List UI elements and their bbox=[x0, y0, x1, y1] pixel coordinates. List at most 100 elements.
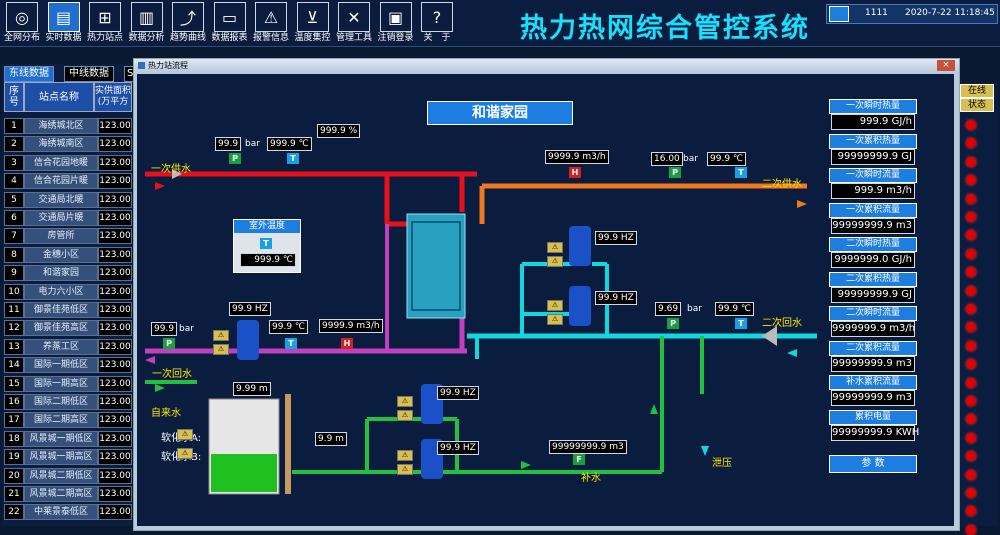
arrow-in-return bbox=[787, 349, 797, 357]
header-station: 站点名称 bbox=[24, 82, 94, 112]
toolbar-label: 数据报表 bbox=[211, 33, 248, 43]
toolbar-label: 数据分析 bbox=[128, 33, 165, 43]
status-led bbox=[966, 432, 976, 443]
temperature-sensor-icon: T bbox=[260, 238, 272, 249]
header-area: 实供面积(万平方 bbox=[94, 82, 132, 112]
toolbar-button-1[interactable]: ▤实时数据 bbox=[46, 2, 82, 44]
meter-title: 二次累积热量 bbox=[829, 271, 917, 287]
toolbar-button-3[interactable]: ▥数据分析 bbox=[129, 2, 165, 44]
pump-warning-icon: ⚠ bbox=[213, 330, 229, 341]
row-number: 12 bbox=[4, 320, 24, 337]
tab-middle-line[interactable]: 中线数据 bbox=[64, 66, 114, 82]
toolbar-button-2[interactable]: ⊞热力站点 bbox=[87, 2, 123, 44]
station-name: 国际一期低区 bbox=[24, 357, 98, 374]
toolbar-button-7[interactable]: ⊻温度集控 bbox=[295, 2, 331, 44]
toolbar-button-10[interactable]: ?关 于 bbox=[419, 2, 455, 44]
status-led bbox=[966, 267, 976, 278]
row-number: 5 bbox=[4, 191, 24, 208]
toolbar-button-6[interactable]: ⚠报警信息 bbox=[253, 2, 289, 44]
meter-title: 二次累积流量 bbox=[829, 340, 917, 356]
heat-exchanger bbox=[406, 213, 466, 319]
status-led bbox=[966, 524, 976, 535]
tab-east-line[interactable]: 东线数据 bbox=[4, 66, 54, 82]
meter-title: 累积电量 bbox=[829, 409, 917, 425]
outdoor-temperature-panel: 室外温度 T 999.9 ℃ bbox=[233, 219, 301, 273]
makeup-label: 补水 bbox=[581, 473, 601, 484]
status-led bbox=[966, 359, 976, 370]
station-name: 金穗小区 bbox=[24, 246, 98, 263]
toolbar-button-4[interactable]: ⤴趋势曲线 bbox=[170, 2, 206, 44]
filter-valve-supply bbox=[172, 169, 182, 179]
toolbar-button-8[interactable]: ✕管理工具 bbox=[336, 2, 372, 44]
pump-warning-icon: ⚠ bbox=[397, 450, 413, 461]
arrow-up bbox=[650, 404, 658, 414]
row-number: 7 bbox=[4, 228, 24, 245]
status-led bbox=[966, 469, 976, 480]
close-button[interactable]: × bbox=[937, 60, 955, 71]
pump-icon bbox=[569, 226, 591, 266]
meter-title: 一次累积热量 bbox=[829, 133, 917, 149]
warning-icon: ⚠ bbox=[255, 2, 287, 32]
valve-percent: 999.9 % bbox=[317, 124, 361, 138]
relief-label: 泄压 bbox=[712, 458, 732, 469]
line-chart-icon: ⤴ bbox=[172, 2, 204, 32]
secondary-supply-label: 二次供水 bbox=[762, 179, 802, 190]
bar-chart-icon: ▥ bbox=[130, 2, 163, 32]
flow-4: 9999.9 m3/h bbox=[319, 319, 383, 333]
heat-meter-icon: H bbox=[341, 338, 353, 349]
station-name: 信合花园地暖 bbox=[24, 154, 98, 171]
pressure-4: 99.9 bbox=[151, 322, 178, 336]
toolbar-button-9[interactable]: ▣注销登录 bbox=[378, 2, 414, 44]
toolbar-label: 管理工具 bbox=[336, 33, 373, 43]
supply-area: 123.00 bbox=[98, 246, 132, 263]
status-led bbox=[966, 175, 976, 186]
pump-warning-icon: ⚠ bbox=[547, 300, 563, 311]
row-number: 10 bbox=[4, 283, 24, 300]
parameters-button[interactable]: 参 数 bbox=[829, 455, 917, 473]
row-number: 9 bbox=[4, 265, 24, 282]
tank-water-level bbox=[211, 454, 277, 492]
meter-title: 二次瞬时流量 bbox=[829, 306, 917, 321]
toolbar-button-5[interactable]: ▭数据报表 bbox=[212, 2, 248, 44]
pump-warning-icon: ⚠ bbox=[397, 396, 413, 407]
row-number: 6 bbox=[4, 210, 24, 226]
folder-icon: ▭ bbox=[213, 2, 246, 32]
arrow-makeup bbox=[521, 461, 531, 469]
meter-value: 9999999.9 m3/h bbox=[831, 321, 915, 337]
station-name: 信合花园片暖 bbox=[24, 173, 98, 190]
window-icon bbox=[138, 62, 145, 69]
station-name: 风景城二期高区 bbox=[24, 486, 98, 502]
station-name: 国际二期低区 bbox=[24, 394, 98, 410]
meter-value: 99999999.9 m3 bbox=[831, 217, 915, 234]
pressure-2-unit: bar bbox=[683, 154, 698, 164]
meter-value: 99999999.9 m3 bbox=[831, 390, 915, 406]
toolbar-button-0[interactable]: ◎全网分布 bbox=[4, 2, 40, 44]
meter-value: 9999999.0 GJ/h bbox=[831, 252, 915, 268]
makeup-pump-a-frequency: 99.9 HZ bbox=[437, 386, 479, 400]
outdoor-temperature-title: 室外温度 bbox=[234, 220, 300, 233]
pump-icon bbox=[569, 286, 591, 326]
user-icon bbox=[829, 6, 849, 22]
